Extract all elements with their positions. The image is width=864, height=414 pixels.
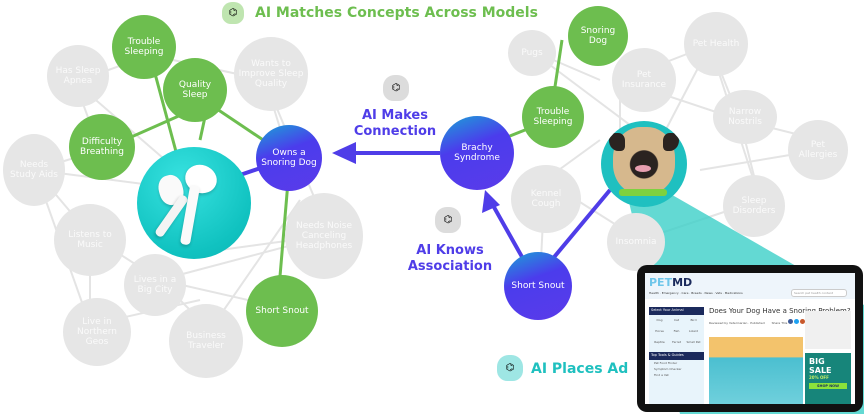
node-pugs[interactable]: Pugs [508,30,556,76]
title-knows-association-line2: Association [407,259,493,274]
title-makes-connection-line2: Connection [353,124,437,139]
node-business-traveler[interactable]: Business Traveler [169,304,243,378]
node-difficulty-breathing[interactable]: Difficulty Breathing [69,114,135,180]
big-sale-ad[interactable]: BIG SALE 20% OFF SHOP NOW [805,353,851,404]
node-short-snout-right[interactable]: Short Snout [504,252,572,320]
article-meta: Reviewed by Veterinarian · Published Sha… [709,319,806,325]
petmd-header: PETMD Health · Emergency · Care · Breeds… [645,273,855,299]
tool-item[interactable]: Symptom Checker [654,367,682,371]
petmd-search-input[interactable]: Search pet health content [791,289,847,297]
node-kennel-cough[interactable]: Kennel Cough [511,165,581,233]
node-lives-big-city[interactable]: Lives in a Big City [124,254,186,316]
animal-small-pet[interactable]: Small Pet [686,340,701,344]
ad-sale: SALE [809,366,832,375]
author-meta: Reviewed by Veterinarian · Published [709,321,765,325]
earbud-right [181,160,221,198]
node-quality-sleep[interactable]: Quality Sleep [163,58,227,122]
sidebar-heading: Select Your Animal [649,307,704,315]
node-snoring-dog[interactable]: Snoring Dog [568,6,628,66]
pug-tongue [635,165,651,172]
brain-icon: ⌬ [497,355,523,381]
article-title: Does Your Dog Have a Snoring Problem? [709,307,851,315]
node-brachy-syndrome[interactable]: Brachy Syndrome [440,116,514,190]
petmd-webpage: PETMD Health · Emergency · Care · Breeds… [645,273,855,404]
node-pet-allergies[interactable]: Pet Allergies [788,120,848,180]
animal-dog[interactable]: Dog [656,318,663,322]
pinterest-icon[interactable] [800,319,806,324]
petmd-nav[interactable]: Health · Emergency · Care · Breeds · New… [649,291,743,295]
title-makes-connection: AI Makes Connection [350,108,440,140]
side-ad-photo[interactable] [805,311,851,349]
node-trouble-sleeping[interactable]: Trouble Sleeping [112,15,176,79]
tool-item[interactable]: Find a Vet [654,373,669,377]
node-needs-study-aids[interactable]: Needs Study Aids [3,134,65,206]
node-listens-music[interactable]: Listens to Music [54,204,126,276]
petmd-sidebar: Select Your Animal Dog Cat Bird Horse Fi… [649,307,704,404]
pug-collar [619,189,667,196]
pug-ear-right [663,133,679,151]
tablet-device: PETMD Health · Emergency · Care · Breeds… [637,265,863,412]
animal-fish[interactable]: Fish [673,329,680,333]
earbuds-product-image [137,147,251,259]
animal-ferret[interactable]: Ferret [672,340,681,344]
ad-big: BIG [809,357,825,366]
brain-icon: ⌬ [435,207,461,233]
tools-heading: Top Tools & Guides [649,352,704,360]
animal-grid: Dog Cat Bird Horse Fish Lizard Reptile F… [649,315,704,352]
facebook-icon[interactable] [788,319,794,324]
node-insomnia[interactable]: Insomnia [607,213,665,271]
title-knows-association-line1: AI Knows [416,243,484,258]
animal-bird[interactable]: Bird [690,318,697,322]
shop-now-button[interactable]: SHOP NOW [809,383,847,389]
share-label: Share This [771,321,788,325]
title-knows-association: AI Knows Association [404,243,496,275]
article-hero-image [709,337,803,404]
title-makes-connection-line1: AI Makes [362,108,428,123]
title-places-ad: AI Places Ad [531,361,629,377]
animal-reptile[interactable]: Reptile [654,340,665,344]
pug-ear-left [609,133,625,151]
node-live-northern-geos[interactable]: Live in Northern Geos [63,298,131,366]
node-sleep-disorders[interactable]: Sleep Disorders [723,175,785,237]
animal-cat[interactable]: Cat [673,318,680,322]
node-trouble-sleeping-right[interactable]: Trouble Sleeping [522,86,584,148]
animal-lizard[interactable]: Lizard [688,329,698,333]
brain-icon: ⌬ [383,75,409,101]
node-wants-improve-sleep[interactable]: Wants to Improve Sleep Quality [234,37,308,111]
node-short-snout-left[interactable]: Short Snout [246,275,318,347]
node-pet-insurance[interactable]: Pet Insurance [612,48,676,112]
node-needs-noise-canceling[interactable]: Needs Noise Canceling Headphones [285,193,363,279]
twitter-icon[interactable] [794,319,800,324]
node-has-sleep-apnea[interactable]: Has Sleep Apnea [47,45,109,107]
pug-product-image [601,121,687,207]
petmd-logo[interactable]: PETMD [649,276,693,289]
brain-icon: ⌬ [222,2,244,24]
animal-horse[interactable]: Horse [655,329,664,333]
title-matches-concepts: AI Matches Concepts Across Models [255,5,538,21]
node-owns-snoring-dog[interactable]: Owns a Snoring Dog [256,125,322,191]
node-narrow-nostrils[interactable]: Narrow Nostrils [713,90,777,144]
ad-percent: 20% OFF [809,375,829,380]
node-pet-health[interactable]: Pet Health [684,12,748,76]
tool-item[interactable]: Pet Food Finder [654,361,678,365]
